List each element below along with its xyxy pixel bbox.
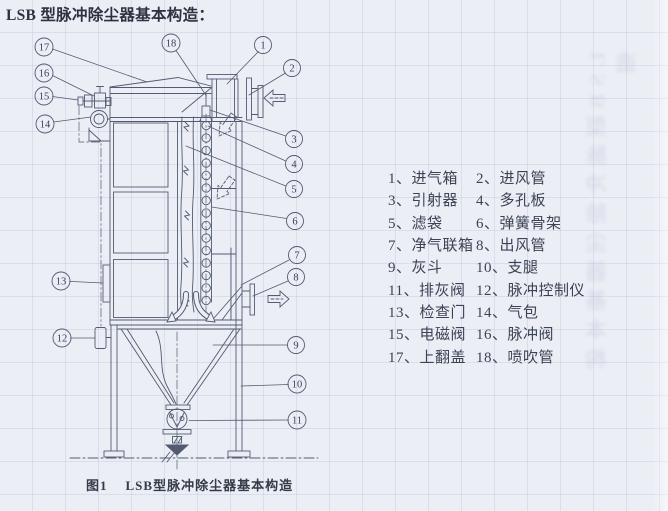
legend-item: 2、进风管 (476, 171, 547, 187)
svg-text:5: 5 (291, 185, 296, 196)
legend-item: 5、滤袋 (388, 215, 443, 232)
svg-text:3: 3 (291, 135, 296, 146)
page-title: LSB 型脉冲除尘器基本构造： (6, 7, 215, 24)
clean-air-manifold (213, 285, 243, 319)
inlet-box (181, 74, 239, 122)
airflow-arrow-icon (166, 291, 216, 323)
outlet-pipe (241, 283, 255, 316)
legend-item: 11、排灰阀 (388, 282, 466, 299)
outlet-air-arrow-icon (267, 289, 290, 309)
svg-text:16: 16 (39, 69, 50, 80)
svg-text:14: 14 (40, 120, 51, 131)
callout-7: 7 (288, 246, 306, 264)
inlet-air-arrow-icon (263, 88, 286, 108)
callout-14: 14 (35, 114, 55, 134)
legend-item: 15、电磁阀 (388, 327, 467, 344)
callout-17: 17 (34, 37, 54, 57)
spring-skeleton (200, 113, 212, 317)
callout-8: 8 (287, 268, 305, 286)
legend-item: 17、上翻盖 (388, 349, 467, 366)
callout-18: 18 (161, 33, 181, 53)
callout-5: 5 (285, 180, 303, 198)
svg-text:11: 11 (292, 416, 302, 427)
pulse-air-arrow-icon (216, 112, 238, 200)
inspection-door (102, 264, 111, 303)
legend-item: 3、引射器 (388, 193, 459, 210)
inlet-pipe (246, 77, 264, 121)
svg-text:9: 9 (293, 341, 298, 352)
pulse-controller (94, 327, 112, 349)
ash-discharge-valve (162, 404, 192, 456)
legend-item: 8、出风管 (476, 238, 547, 255)
callout-1: 1 (254, 36, 272, 54)
callout-11: 11 (287, 410, 307, 430)
callout-2: 2 (283, 59, 301, 77)
callouts: 1 2 3 4 5 6 7 8 9 10 11 12 13 14 15 16 1… (34, 33, 307, 430)
pulse-valve-assembly (77, 86, 112, 327)
legend-item: 18、喷吹管 (476, 349, 555, 366)
svg-text:12: 12 (57, 334, 68, 345)
svg-text:13: 13 (56, 277, 67, 288)
svg-text:8: 8 (293, 273, 298, 284)
figure-caption: 图1 LSB型脉冲除尘器基本构造 (86, 475, 293, 494)
legend-item: 13、检查门 (388, 305, 467, 322)
legend-item: 16、脉冲阀 (476, 327, 555, 344)
callout-12: 12 (52, 328, 72, 348)
svg-text:15: 15 (39, 92, 50, 103)
callout-13: 13 (51, 271, 71, 291)
leader-lines (52, 48, 290, 421)
callout-4: 4 (285, 155, 303, 173)
legend-item: 6、弹簧骨架 (476, 215, 562, 232)
legend-item: 7、净气联箱 (388, 238, 474, 255)
top-cover (109, 77, 212, 88)
svg-text:1: 1 (260, 41, 265, 52)
callout-15: 15 (34, 86, 54, 106)
figure-caption-label: 图1 (86, 478, 108, 493)
svg-text:2: 2 (289, 64, 294, 75)
svg-text:7: 7 (294, 251, 299, 262)
collector-body (109, 77, 243, 326)
callout-6: 6 (286, 212, 304, 230)
legend-item: 14、气包 (476, 305, 539, 322)
ground-line (69, 451, 319, 463)
legend-item: 12、脉冲控制仪 (476, 282, 586, 299)
svg-text:10: 10 (292, 380, 303, 391)
callout-9: 9 (287, 336, 305, 354)
callout-10: 10 (287, 374, 307, 394)
callout-16: 16 (34, 63, 54, 83)
svg-text:17: 17 (39, 43, 50, 54)
figure-caption-text: LSB型脉冲除尘器基本构造 (125, 478, 294, 493)
legend-item: 10、支腿 (476, 260, 539, 277)
svg-text:6: 6 (292, 217, 297, 228)
support-legs (103, 324, 251, 458)
svg-text:18: 18 (166, 39, 177, 50)
callout-3: 3 (285, 130, 303, 148)
legend-item: 1、进气箱 (388, 171, 459, 187)
svg-text:4: 4 (291, 160, 297, 171)
legend-item: 4、多孔板 (476, 193, 547, 210)
legend-item: 9、灰斗 (388, 260, 443, 277)
